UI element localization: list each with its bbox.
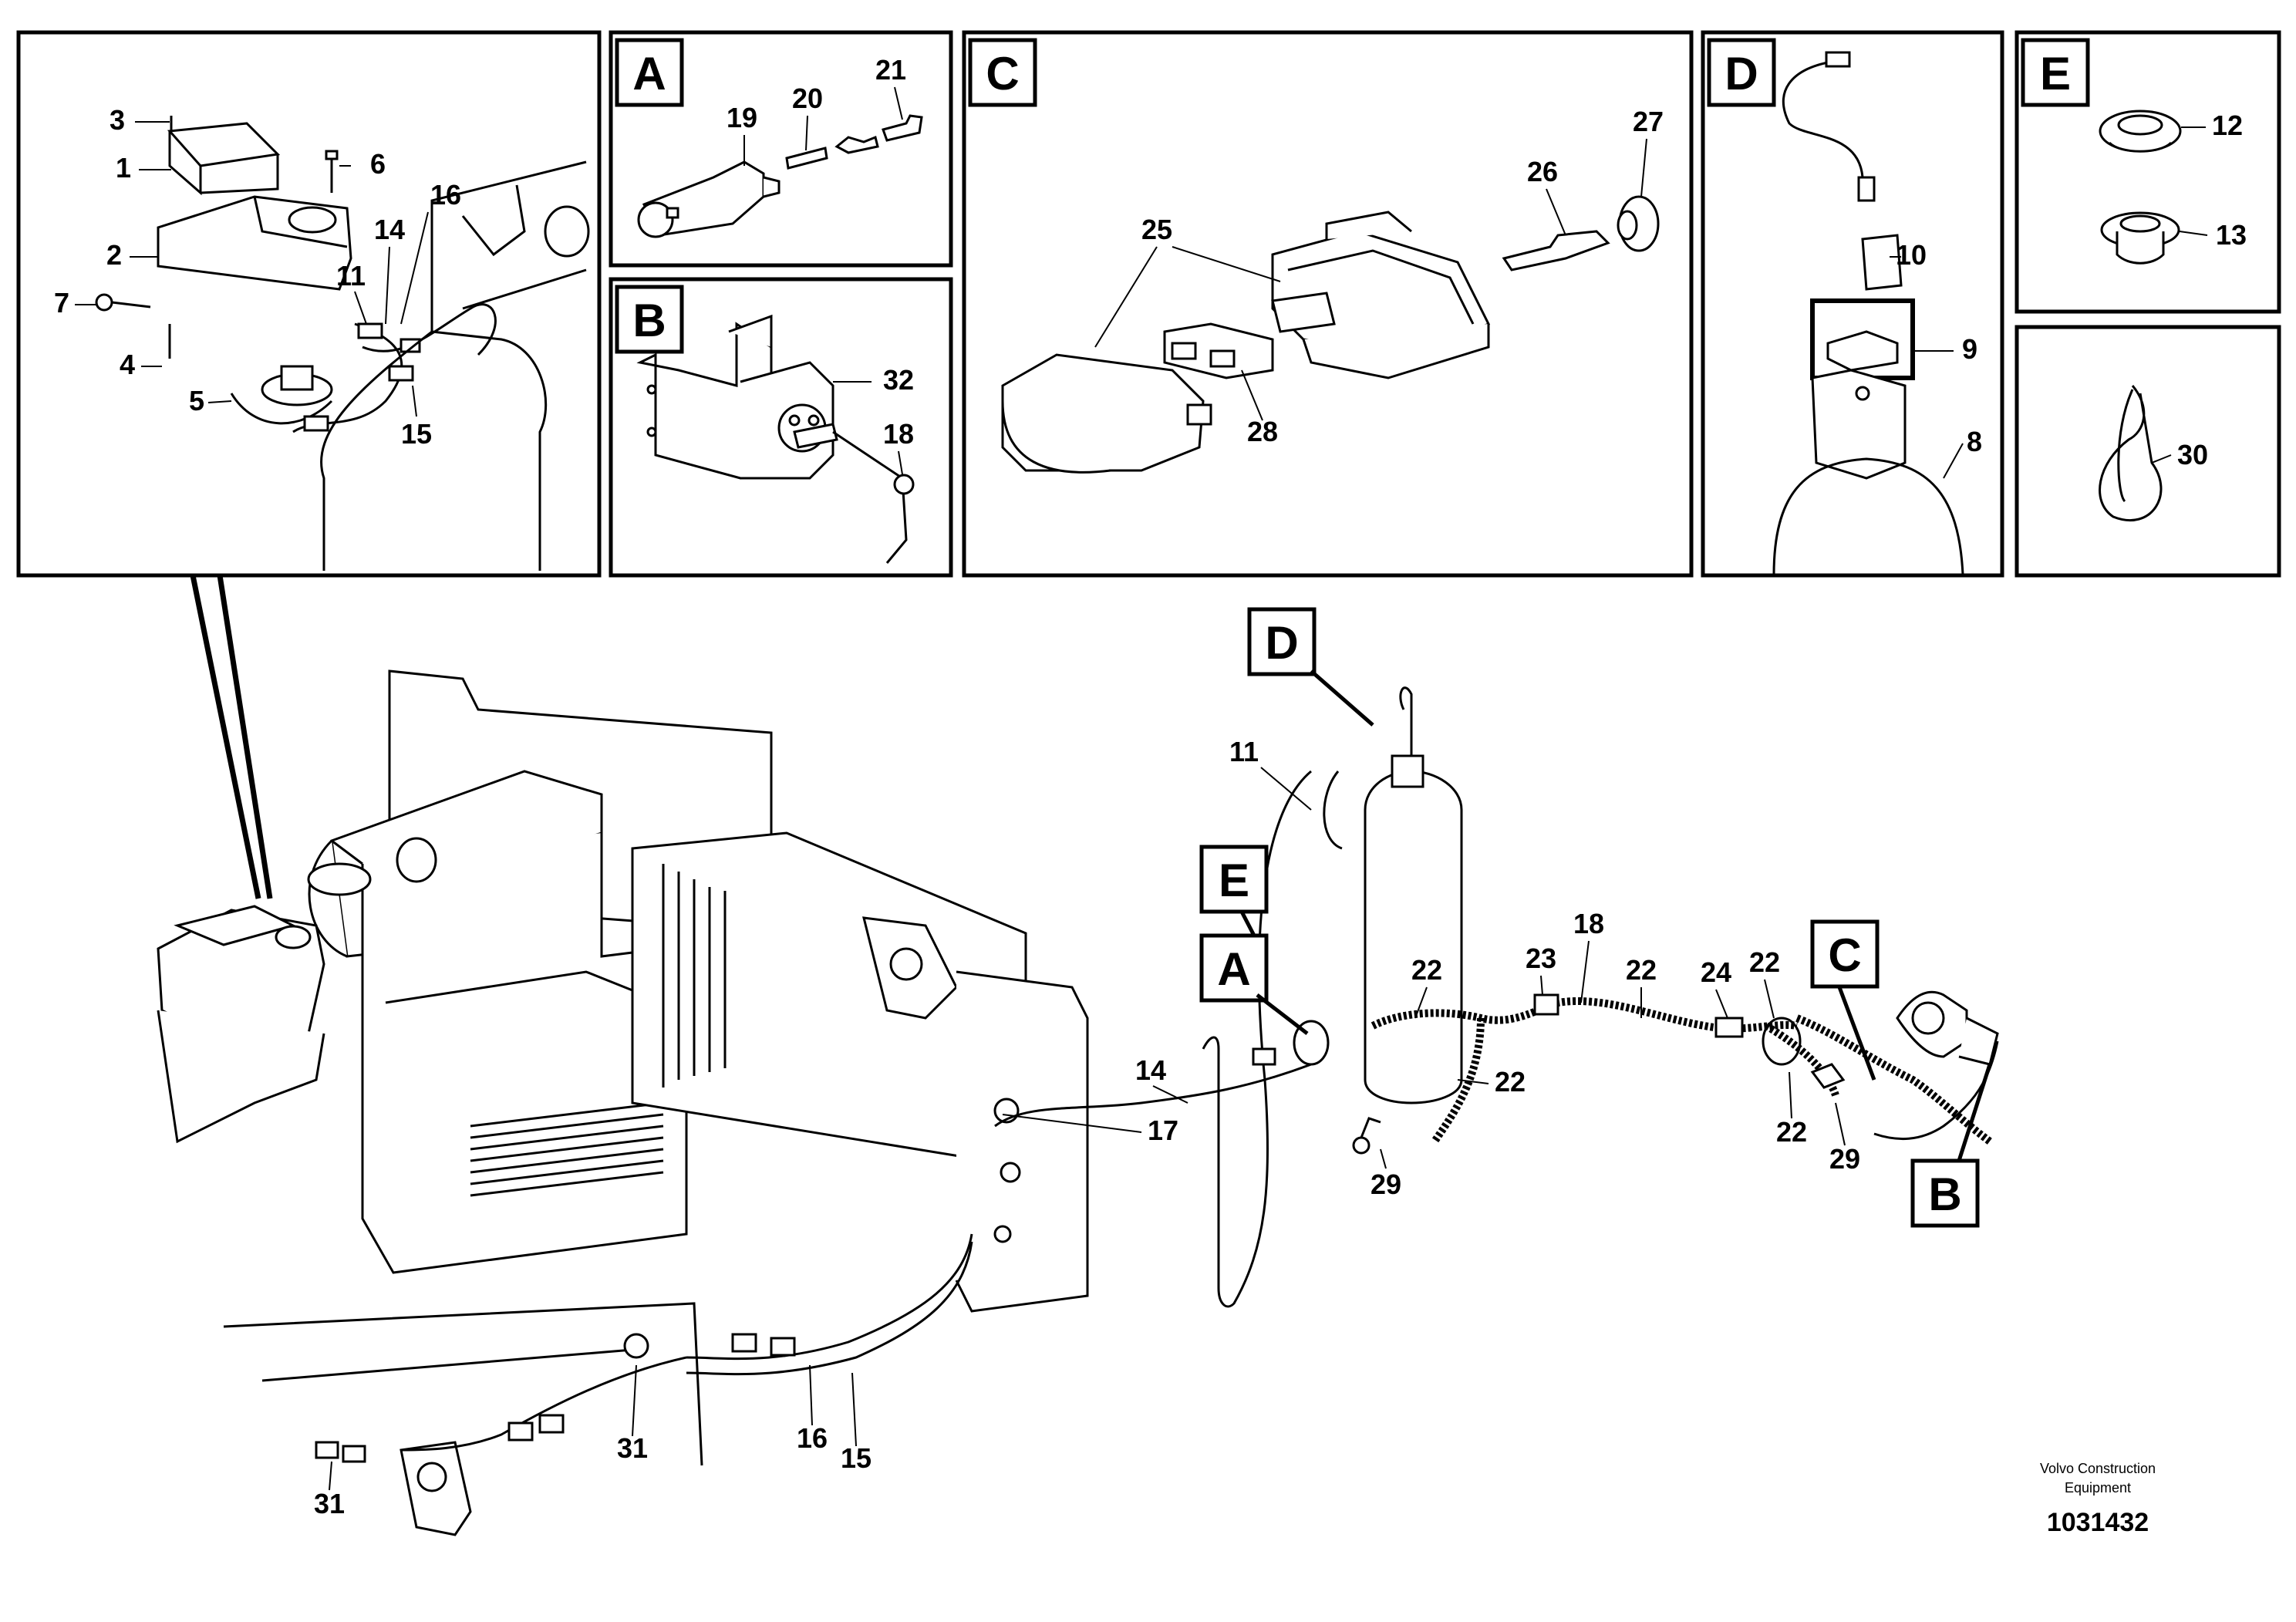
label-16: 16 xyxy=(430,179,461,211)
panel-d-label-box: D xyxy=(1707,38,1776,107)
label-5: 5 xyxy=(189,385,204,416)
main-label-23: 23 xyxy=(1526,943,1556,974)
label-25: 25 xyxy=(1141,214,1172,245)
callout-box-c xyxy=(1810,919,1880,989)
connector-19-art xyxy=(637,114,923,238)
bottle-assembly-art xyxy=(1323,686,1463,1104)
cable-tie-30-art xyxy=(2099,385,2163,522)
main-label-17: 17 xyxy=(1148,1114,1178,1146)
callout-letter-b: B xyxy=(1928,1168,1961,1220)
detail-panel-a xyxy=(609,30,953,268)
label-28: 28 xyxy=(1247,416,1278,447)
label-2: 2 xyxy=(106,239,122,271)
callout-box-a xyxy=(1199,933,1269,1003)
detail-panel-d xyxy=(1701,30,2004,578)
footer-brand-line1: Volvo Construction xyxy=(2040,1461,2156,1476)
footer-code: 1031432 xyxy=(2047,1508,2149,1537)
footer: Volvo Construction Equipment 1031432 xyxy=(2040,1461,2156,1537)
pressure-switch-art xyxy=(1873,990,1999,1141)
label-7: 7 xyxy=(54,287,69,319)
footer-brand-line2: Equipment xyxy=(2065,1480,2131,1496)
main-label-22-d: 22 xyxy=(1495,1066,1526,1098)
label-14: 14 xyxy=(374,214,405,245)
main-label-29-b: 29 xyxy=(1829,1143,1860,1175)
label-9: 9 xyxy=(1962,333,1977,365)
panel-a-label-box: A xyxy=(615,38,684,107)
panel-b-letter: B xyxy=(632,295,666,346)
callout-letter-d: D xyxy=(1265,617,1298,669)
main-label-22-e: 22 xyxy=(1776,1116,1807,1148)
panel-c-label-box: C xyxy=(968,38,1037,107)
panel-e-label-box: E xyxy=(2021,38,2090,107)
label-12: 12 xyxy=(2212,110,2243,141)
detail-panel-c xyxy=(962,30,1694,578)
panel-b-label-box: B xyxy=(615,285,684,354)
label-18: 18 xyxy=(883,418,914,450)
main-label-11: 11 xyxy=(1229,736,1259,767)
main-label-14: 14 xyxy=(1135,1054,1166,1086)
label-11: 11 xyxy=(336,260,366,292)
main-label-16: 16 xyxy=(797,1422,828,1454)
main-label-22-c: 22 xyxy=(1749,946,1780,978)
detail-panel-e xyxy=(2014,30,2281,314)
label-15: 15 xyxy=(401,418,432,450)
detail-panel-main xyxy=(16,30,602,578)
label-3: 3 xyxy=(110,104,125,136)
main-label-15: 15 xyxy=(841,1442,872,1474)
switch-bracket-32-art xyxy=(636,314,915,564)
label-1: 1 xyxy=(116,152,131,184)
label-10: 10 xyxy=(1896,239,1927,271)
panel-e-letter: E xyxy=(2040,48,2071,99)
sensor-d-art xyxy=(1772,51,1964,575)
label-6: 6 xyxy=(370,148,386,180)
main-label-29-a: 29 xyxy=(1371,1168,1401,1200)
callout-box-b xyxy=(1910,1158,1980,1228)
detail-panel-tie xyxy=(2014,325,2281,578)
label-21: 21 xyxy=(875,54,906,86)
label-13: 13 xyxy=(2216,219,2247,251)
callout-letter-e: E xyxy=(1219,855,1249,906)
label-4: 4 xyxy=(120,349,135,380)
panel-c-letter: C xyxy=(986,48,1019,99)
callout-box-e xyxy=(1199,845,1269,914)
main-label-24: 24 xyxy=(1701,956,1731,988)
callout-letter-c: C xyxy=(1828,929,1861,981)
callout-box-d xyxy=(1247,607,1317,676)
detail-panel-b xyxy=(609,277,953,578)
panel-a-letter: A xyxy=(632,48,666,99)
label-27: 27 xyxy=(1633,106,1664,137)
label-19: 19 xyxy=(727,102,757,133)
cab-console-art xyxy=(157,669,1089,1536)
callout-letter-a: A xyxy=(1217,943,1250,995)
console-detail-art xyxy=(95,116,590,571)
label-26: 26 xyxy=(1527,156,1558,187)
connector-c-art xyxy=(1001,195,1660,474)
main-label-31-b: 31 xyxy=(314,1488,345,1519)
label-8: 8 xyxy=(1967,426,1982,457)
label-32: 32 xyxy=(883,364,914,396)
hose-22-art xyxy=(1371,996,1993,1145)
panel-d-letter: D xyxy=(1725,48,1758,99)
main-label-22-a: 22 xyxy=(1411,954,1442,986)
main-label-31-a: 31 xyxy=(617,1432,648,1464)
main-label-22-b: 22 xyxy=(1626,954,1657,986)
main-label-18: 18 xyxy=(1573,908,1604,939)
label-20: 20 xyxy=(792,83,823,114)
label-30: 30 xyxy=(2177,439,2208,470)
grommets-art xyxy=(2099,110,2182,265)
